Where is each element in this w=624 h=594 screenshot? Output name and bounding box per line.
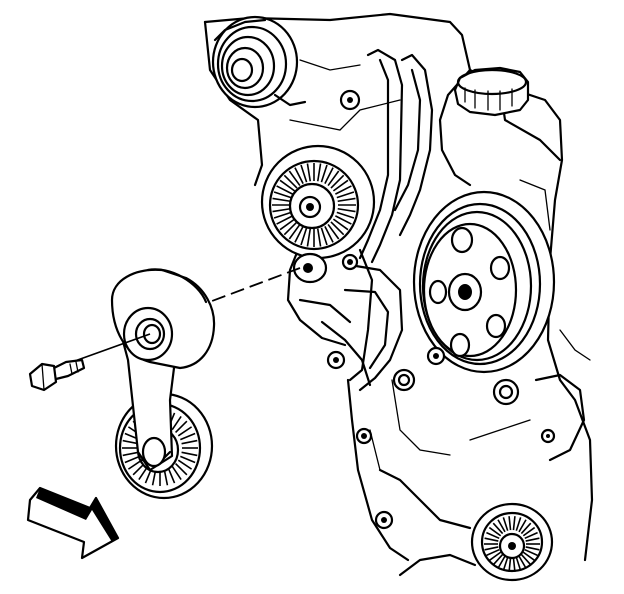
power-steering-pump-pulley — [412, 190, 556, 374]
idler-pulley — [260, 144, 376, 260]
tensioner-bolt — [28, 333, 151, 392]
lower-pulley — [398, 502, 554, 582]
upper-pulley — [211, 15, 307, 109]
direction-arrow-icon — [26, 486, 120, 560]
bracket-straps — [298, 48, 434, 392]
engine-block — [203, 12, 594, 562]
reservoir-cap — [453, 66, 530, 117]
engine-bolts — [326, 89, 586, 530]
tensioner-mount-boss — [292, 252, 328, 284]
